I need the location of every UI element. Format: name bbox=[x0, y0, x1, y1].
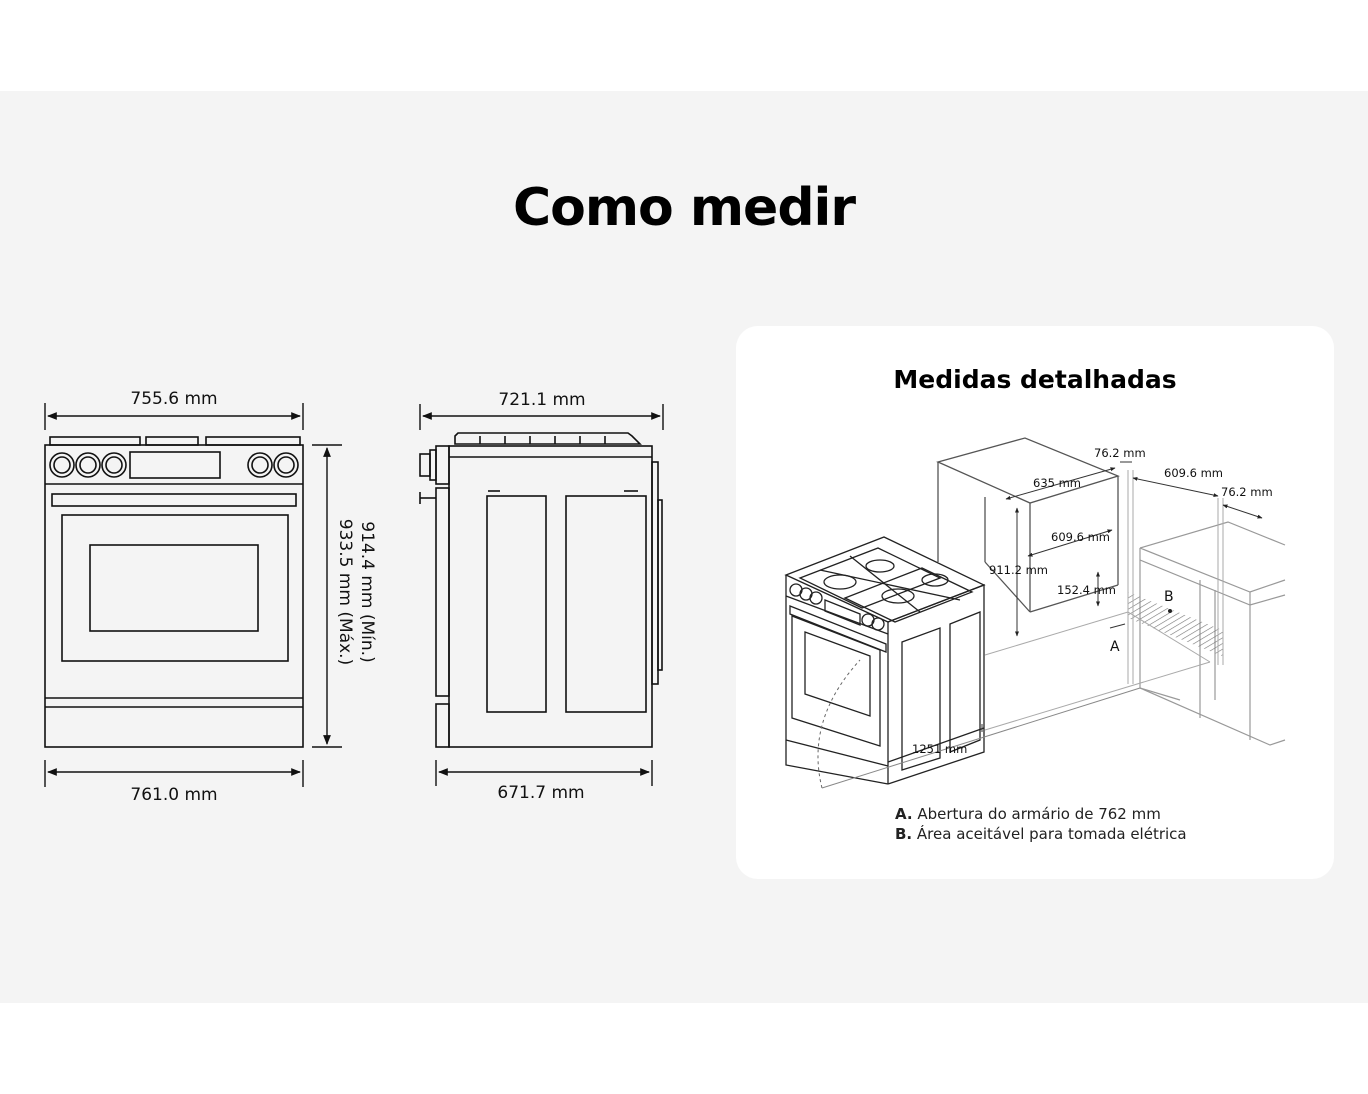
label-762-top: 76.2 mm bbox=[1094, 446, 1146, 460]
label-6096-mid: 609.6 mm bbox=[1051, 530, 1110, 544]
label-1524: 152.4 mm bbox=[1057, 583, 1116, 597]
front-bottom-width-label: 761.0 mm bbox=[130, 785, 217, 805]
hood-box-drawing bbox=[936, 437, 1120, 613]
marker-b: B bbox=[1164, 589, 1174, 605]
label-635: 635 mm bbox=[1033, 476, 1081, 490]
detail-card bbox=[736, 326, 1334, 879]
front-view-drawing bbox=[44, 436, 304, 748]
label-1251: 1251 mm bbox=[912, 742, 967, 756]
side-dimension-lines bbox=[419, 404, 664, 786]
side-bottom-depth-label: 671.7 mm bbox=[497, 783, 584, 803]
outlet-area-hatch bbox=[1128, 592, 1223, 657]
wall-lines bbox=[984, 470, 1224, 731]
door-swing-line bbox=[821, 687, 1141, 789]
side-view-drawing bbox=[419, 432, 663, 748]
label-9112: 911.2 mm bbox=[989, 563, 1048, 577]
door-swing-arc bbox=[817, 659, 861, 789]
counter-cabinet-drawing bbox=[1139, 521, 1286, 746]
label-762-right: 76.2 mm bbox=[1221, 485, 1273, 499]
legend-item-a: A. Abertura do armário de 762 mm bbox=[895, 805, 1161, 823]
detail-dimension-lines bbox=[981, 461, 1263, 732]
marker-a: A bbox=[1110, 639, 1120, 655]
page-title: Como medir bbox=[512, 178, 856, 238]
legend-key-b: B. bbox=[895, 825, 913, 843]
front-dimension-lines bbox=[44, 403, 342, 787]
legend-text-b: Área aceitável para tomada elétrica bbox=[912, 825, 1187, 843]
outlet-point bbox=[1168, 609, 1172, 613]
front-top-width-label: 755.6 mm bbox=[130, 389, 217, 409]
front-height-max-label: 933.5 mm (Máx.) bbox=[335, 519, 355, 665]
legend-item-b: B. Área aceitável para tomada elétrica bbox=[895, 825, 1187, 843]
side-top-depth-label: 721.1 mm bbox=[498, 390, 585, 410]
front-height-min-label: 914.4 mm (Mín.) bbox=[357, 521, 377, 662]
legend-text-a: Abertura do armário de 762 mm bbox=[912, 805, 1161, 823]
range-isometric-drawing bbox=[784, 536, 986, 785]
legend-key-a: A. bbox=[895, 805, 913, 823]
label-6096-right: 609.6 mm bbox=[1164, 466, 1223, 480]
detail-card-title: Medidas detalhadas bbox=[893, 365, 1177, 394]
